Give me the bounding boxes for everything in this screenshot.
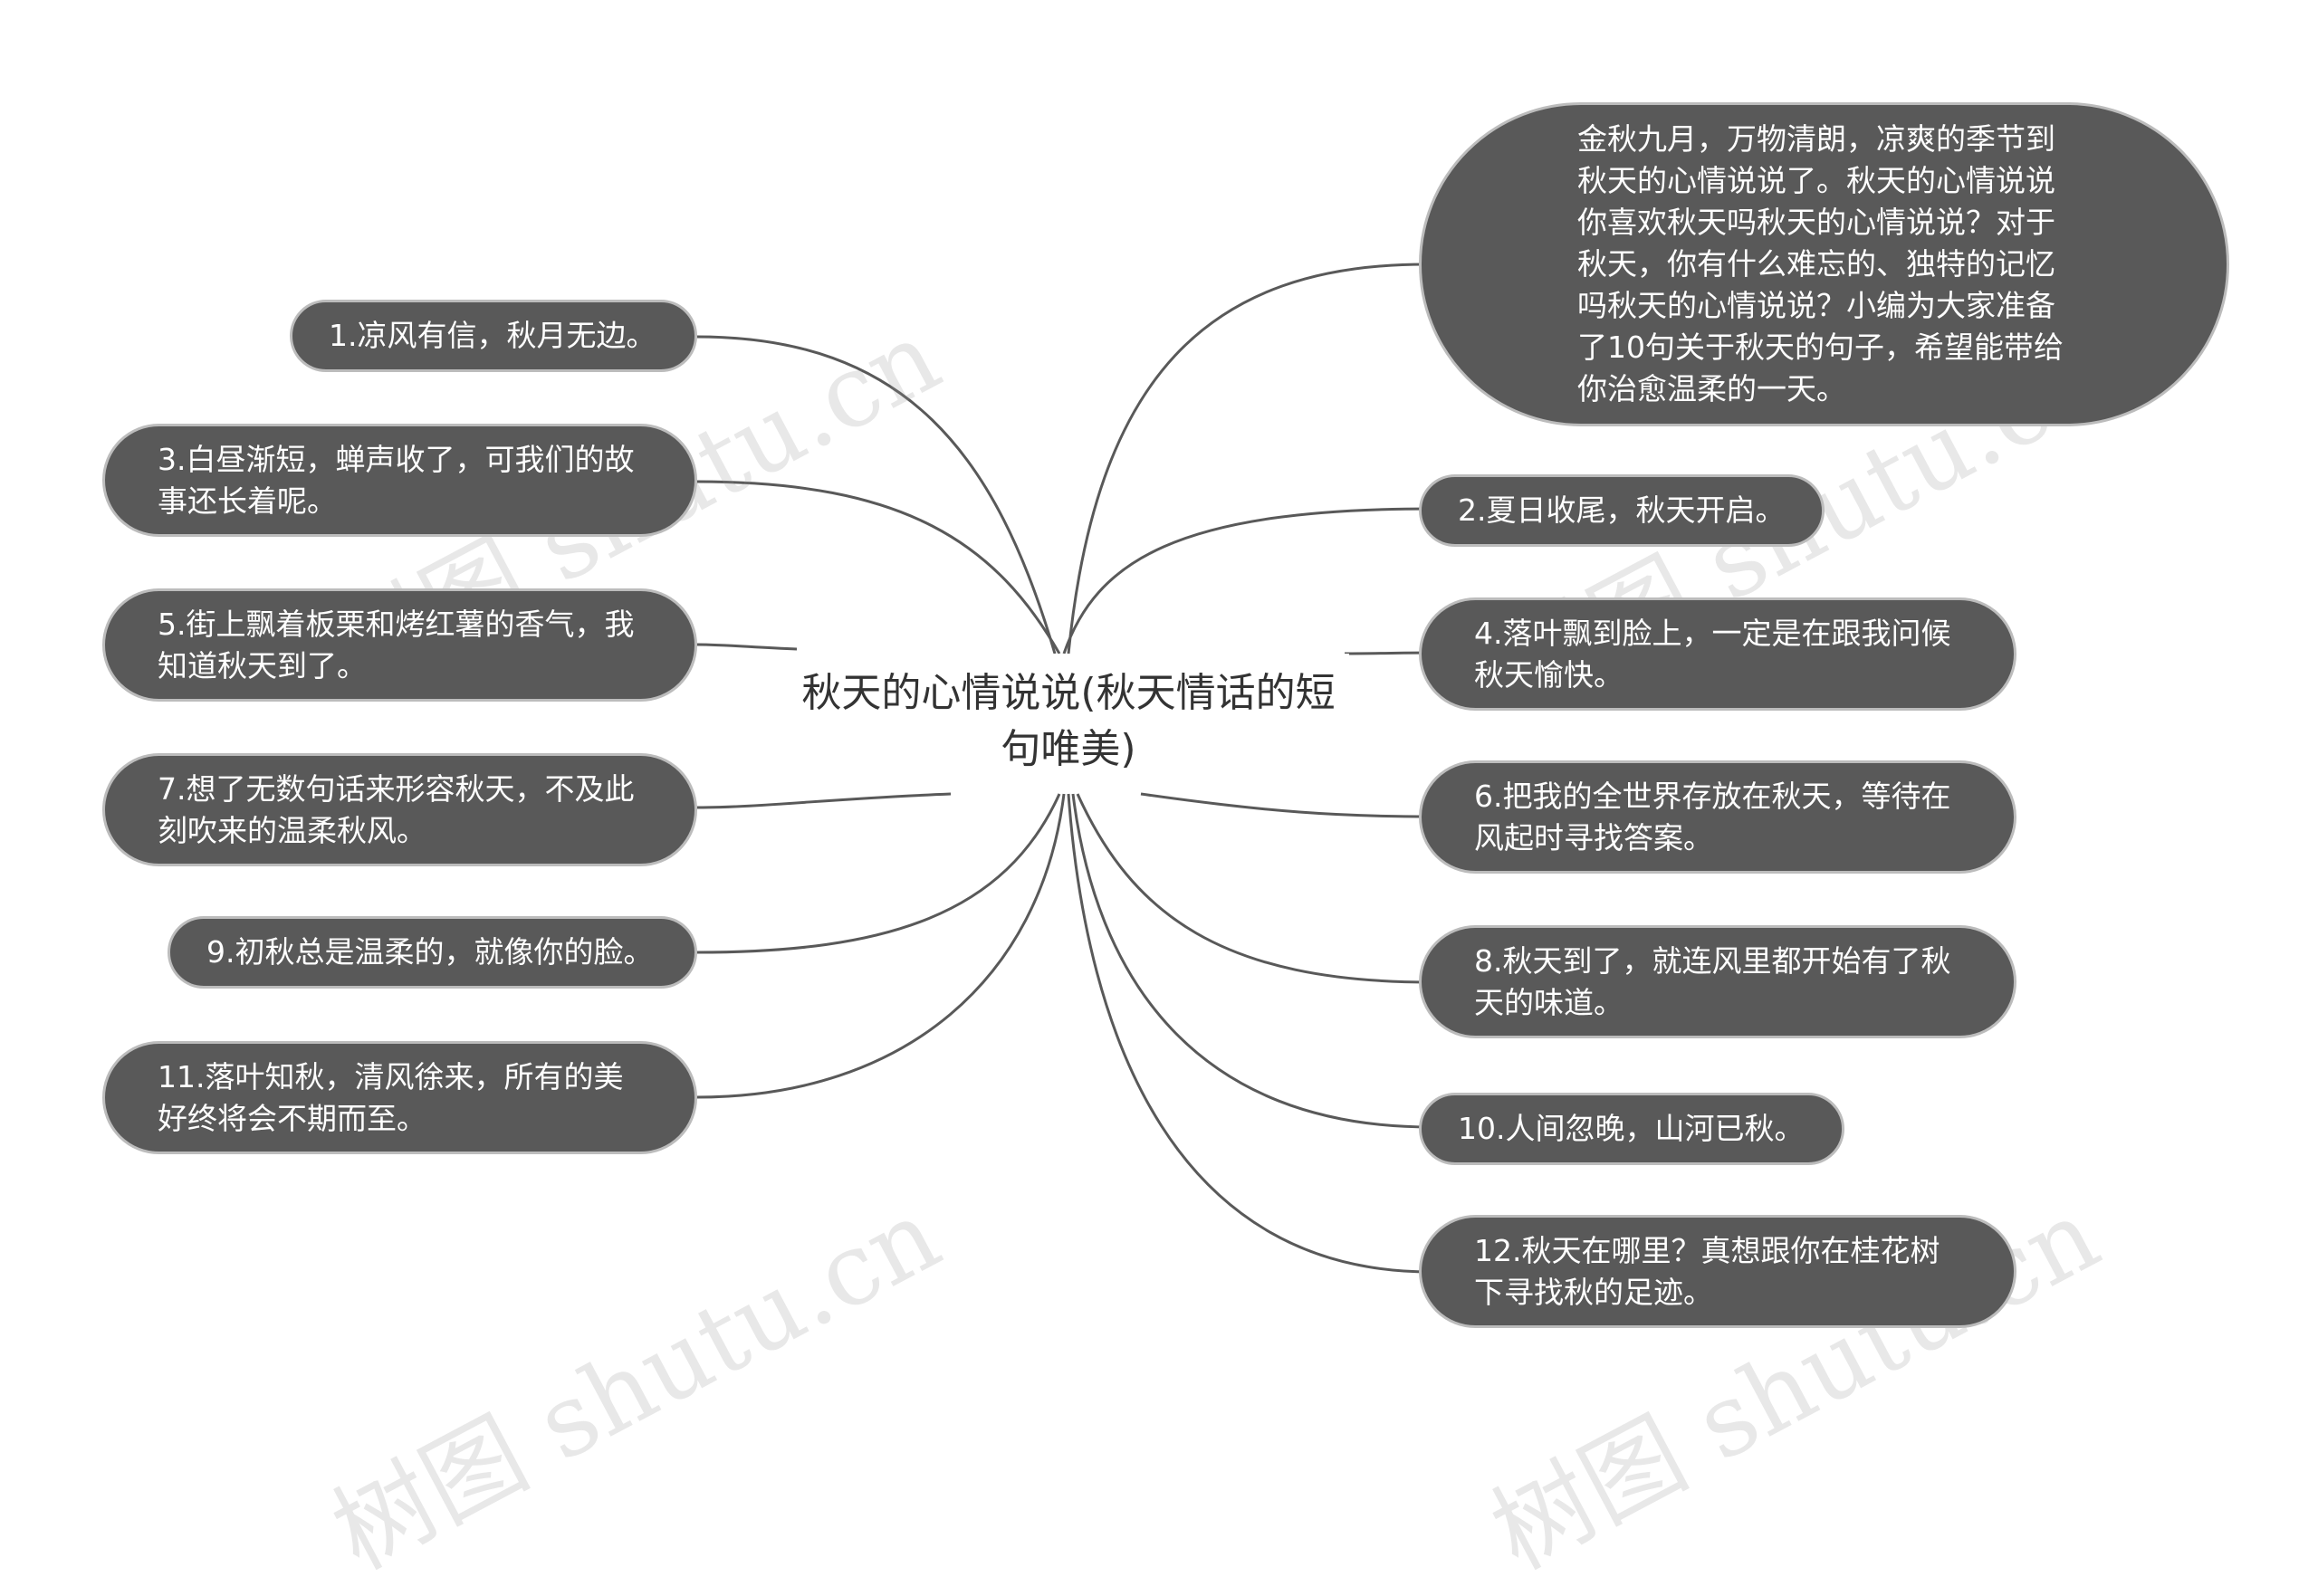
item-node-4[interactable]: 4.落叶飘到脸上，一定是在跟我问候秋天愉快。 (1419, 597, 2016, 711)
item-text-7: 7.想了无数句话来形容秋天，不及此刻吹来的温柔秋风。 (158, 770, 635, 848)
item-text-9: 9.初秋总是温柔的，就像你的脸。 (206, 934, 654, 970)
mind-map-canvas: 树图 shutu.cn 树图 shutu.cn 树图 shutu.cn 树图 s… (102, 102, 2229, 1591)
edge-item-4 (1344, 651, 1432, 655)
edge-item-7 (696, 792, 952, 809)
edge-item-6 (1140, 792, 1432, 818)
edge-item-8 (1076, 793, 1432, 984)
edge-item-2 (1062, 507, 1432, 655)
central-topic[interactable]: 秋天的心情说说(秋天情话的短句唯美) (788, 654, 1349, 789)
edge-item-10 (1071, 793, 1432, 1129)
item-node-10[interactable]: 10.人间忽晚，山河已秋。 (1419, 1093, 1844, 1165)
item-text-10: 10.人间忽晚，山河已秋。 (1458, 1111, 1805, 1146)
edge-item-9 (696, 793, 1061, 954)
item-text-2: 2.夏日收尾，秋天开启。 (1458, 492, 1786, 528)
item-node-3[interactable]: 3.白昼渐短，蝉声收了，可我们的故事还长着呢。 (102, 424, 697, 537)
edge-item-1 (696, 335, 1057, 655)
edge-item-12 (1067, 793, 1432, 1274)
item-text-11: 11.落叶知秋，清风徐来，所有的美好终将会不期而至。 (158, 1058, 624, 1136)
item-node-2[interactable]: 2.夏日收尾，秋天开启。 (1419, 474, 1825, 547)
intro-text: 金秋九月，万物清朗，凉爽的季节到秋天的心情说说了。秋天的心情说说你喜欢秋天吗秋天… (1577, 121, 2064, 406)
edge-intro (1067, 263, 1432, 655)
intro-node[interactable]: 金秋九月，万物清朗，凉爽的季节到秋天的心情说说了。秋天的心情说说你喜欢秋天吗秋天… (1419, 102, 2229, 426)
item-node-8[interactable]: 8.秋天到了，就连风里都开始有了秋天的味道。 (1419, 925, 2016, 1038)
item-text-12: 12.秋天在哪里？真想跟你在桂花树下寻找秋的足迹。 (1474, 1232, 1940, 1310)
item-text-1: 1.凉风有信，秋月无边。 (329, 318, 656, 353)
item-text-5: 5.街上飘着板栗和烤红薯的香气，我知道秋天到了。 (158, 606, 635, 683)
item-node-6[interactable]: 6.把我的全世界存放在秋天，等待在风起时寻找答案。 (1419, 760, 2016, 874)
item-text-4: 4.落叶飘到脸上，一定是在跟我问候秋天愉快。 (1474, 615, 1951, 693)
item-node-12[interactable]: 12.秋天在哪里？真想跟你在桂花树下寻找秋的足迹。 (1419, 1215, 2016, 1328)
item-node-9[interactable]: 9.初秋总是温柔的，就像你的脸。 (168, 916, 697, 989)
edge-item-3 (696, 480, 1061, 655)
item-text-6: 6.把我的全世界存放在秋天，等待在风起时寻找答案。 (1474, 778, 1951, 855)
central-topic-label: 秋天的心情说说(秋天情话的短句唯美) (801, 670, 1336, 772)
item-node-11[interactable]: 11.落叶知秋，清风徐来，所有的美好终将会不期而至。 (102, 1041, 697, 1154)
item-node-1[interactable]: 1.凉风有信，秋月无边。 (290, 300, 697, 372)
item-node-7[interactable]: 7.想了无数句话来形容秋天，不及此刻吹来的温柔秋风。 (102, 753, 697, 866)
connector-lines (696, 263, 1432, 1274)
item-text-8: 8.秋天到了，就连风里都开始有了秋天的味道。 (1474, 942, 1951, 1020)
item-text-3: 3.白昼渐短，蝉声收了，可我们的故事还长着呢。 (158, 441, 635, 519)
edge-item-11 (696, 793, 1066, 1099)
edge-item-5 (696, 643, 798, 651)
item-node-5[interactable]: 5.街上飘着板栗和烤红薯的香气，我知道秋天到了。 (102, 588, 697, 702)
